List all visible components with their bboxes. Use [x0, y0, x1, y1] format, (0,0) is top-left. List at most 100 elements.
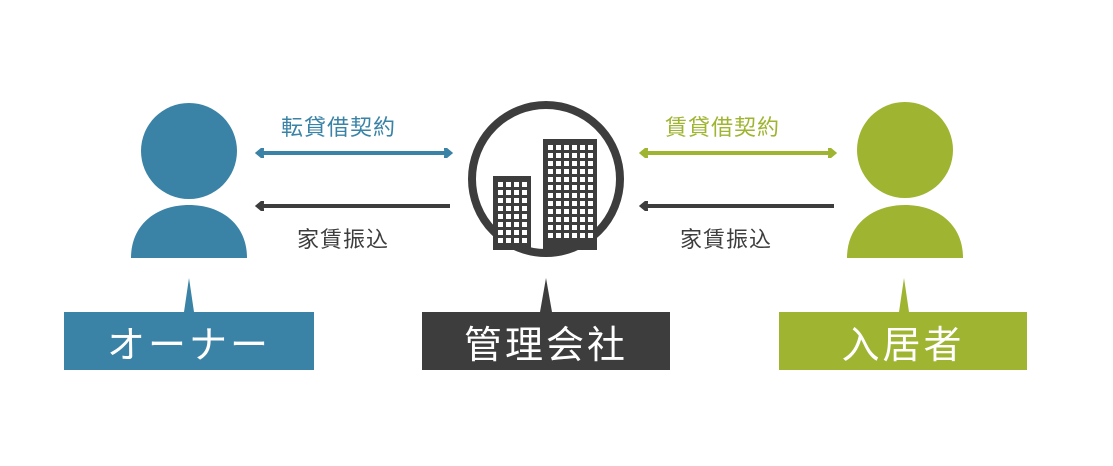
window: [564, 201, 569, 206]
window: [572, 193, 577, 198]
window: [580, 217, 585, 222]
owner-person-icon: [131, 103, 247, 258]
window: [572, 169, 577, 174]
window: [548, 193, 553, 198]
window: [514, 198, 519, 203]
building-icon: [468, 101, 624, 257]
window: [588, 201, 593, 206]
window: [564, 217, 569, 222]
window: [498, 206, 503, 211]
window: [556, 209, 561, 214]
window: [556, 145, 561, 150]
window: [548, 145, 553, 150]
window: [572, 233, 577, 238]
window: [556, 185, 561, 190]
window: [548, 169, 553, 174]
window: [556, 201, 561, 206]
window: [522, 230, 527, 235]
window: [564, 145, 569, 150]
window: [514, 182, 519, 187]
window: [514, 206, 519, 211]
tenant-rent-label: 家賃振込: [680, 228, 773, 253]
window: [506, 198, 511, 203]
window: [514, 190, 519, 195]
window: [572, 177, 577, 182]
window: [506, 190, 511, 195]
window: [498, 190, 503, 195]
tenant-label: 入居者: [779, 312, 1027, 370]
window: [572, 201, 577, 206]
window: [588, 161, 593, 166]
window: [556, 233, 561, 238]
window: [514, 230, 519, 235]
window: [588, 233, 593, 238]
window: [548, 217, 553, 222]
window: [580, 161, 585, 166]
window: [588, 145, 593, 150]
window: [514, 238, 519, 243]
owner-lease-label: 転貸借契約: [281, 116, 397, 141]
window: [498, 214, 503, 219]
window: [548, 153, 553, 158]
window: [572, 217, 577, 222]
window: [556, 193, 561, 198]
window: [548, 201, 553, 206]
window: [548, 177, 553, 182]
window: [580, 233, 585, 238]
window: [556, 153, 561, 158]
window: [548, 209, 553, 214]
window: [498, 222, 503, 227]
window: [522, 222, 527, 227]
window: [564, 225, 569, 230]
window: [548, 225, 553, 230]
window: [580, 209, 585, 214]
window: [564, 233, 569, 238]
window: [506, 238, 511, 243]
window: [588, 193, 593, 198]
window: [506, 182, 511, 187]
owner-rent-label: 家賃振込: [297, 228, 390, 253]
window: [588, 153, 593, 158]
tenant-person-icon: [847, 102, 963, 258]
window: [498, 238, 503, 243]
window: [580, 169, 585, 174]
window: [564, 153, 569, 158]
window: [556, 217, 561, 222]
window: [564, 161, 569, 166]
window: [588, 177, 593, 182]
window: [506, 206, 511, 211]
tenant-callout-pointer: [899, 278, 909, 312]
window: [588, 185, 593, 190]
window: [522, 182, 527, 187]
window: [556, 161, 561, 166]
window: [522, 190, 527, 195]
window: [588, 225, 593, 230]
window: [498, 230, 503, 235]
window: [572, 145, 577, 150]
window: [556, 225, 561, 230]
window: [588, 209, 593, 214]
owner-label: オーナー: [64, 312, 314, 370]
window: [580, 225, 585, 230]
window: [588, 217, 593, 222]
window: [506, 230, 511, 235]
window: [506, 222, 511, 227]
window: [572, 185, 577, 190]
window: [580, 185, 585, 190]
window: [572, 161, 577, 166]
window: [580, 145, 585, 150]
window: [564, 169, 569, 174]
window: [548, 161, 553, 166]
window: [580, 177, 585, 182]
window: [564, 209, 569, 214]
window: [548, 185, 553, 190]
window: [514, 222, 519, 227]
window: [556, 177, 561, 182]
window: [580, 193, 585, 198]
window: [522, 214, 527, 219]
window: [564, 185, 569, 190]
window: [572, 225, 577, 230]
window: [572, 209, 577, 214]
window: [580, 201, 585, 206]
